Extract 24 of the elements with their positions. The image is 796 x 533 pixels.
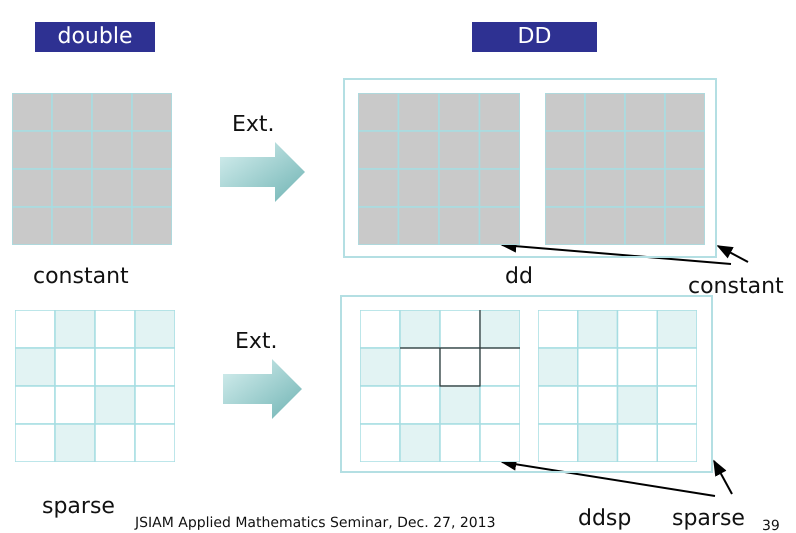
- edge-label: Ext.: [235, 331, 278, 354]
- footer-text: JSIAM Applied Mathematics Seminar, Dec. 27, 2013: [135, 516, 496, 530]
- node-label: sparse: [42, 496, 115, 518]
- callout-text: sparse: [672, 508, 745, 530]
- node-label: dd: [505, 266, 533, 288]
- dense-matrix-drawing: [12, 93, 172, 245]
- node-label: ddsp: [578, 508, 632, 530]
- block-arrow: [223, 359, 302, 420]
- title-banner: DD: [472, 22, 597, 52]
- sparse-matrix-drawing: [538, 310, 697, 462]
- node-label: constant: [33, 266, 129, 288]
- page-number: 39: [762, 519, 780, 533]
- callout-text: constant: [688, 276, 784, 298]
- group-frame: [343, 78, 717, 258]
- dense-matrix-drawing: [358, 93, 520, 245]
- dense-matrix-drawing: [545, 93, 705, 245]
- title-banner: double: [35, 22, 155, 52]
- group-frame: [340, 295, 713, 473]
- leader-arrow: [713, 460, 733, 494]
- leader-arrow: [716, 245, 748, 263]
- edge-label: Ext.: [232, 114, 275, 136]
- block-arrow: [220, 142, 305, 202]
- sparse-matrix-drawing: [360, 310, 520, 462]
- sparse-matrix-drawing: [15, 310, 175, 462]
